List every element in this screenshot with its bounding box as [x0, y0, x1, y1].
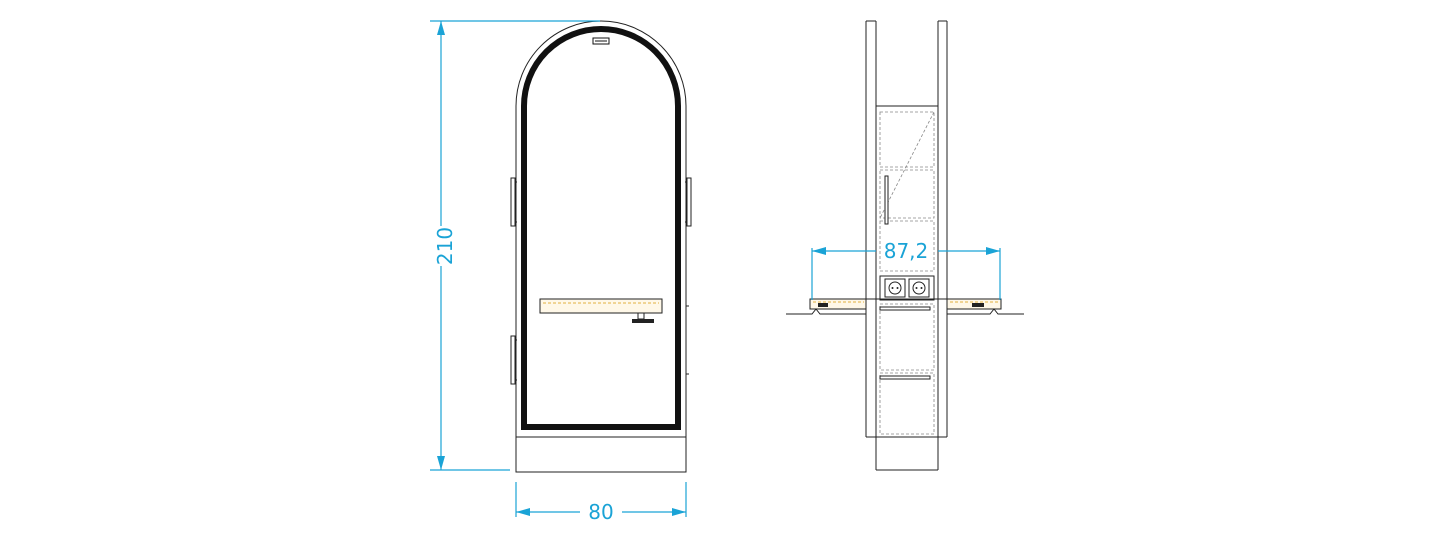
depth-label: 87,2: [884, 239, 929, 263]
side-shelf-left: [786, 298, 867, 315]
front-view: [510, 20, 692, 473]
handle-left-upper[interactable]: [510, 177, 517, 227]
mirror-frame: [521, 26, 681, 430]
drawer-pull-upper[interactable]: [879, 306, 931, 311]
handle-left-lower[interactable]: [510, 335, 517, 385]
front-shelf: [539, 298, 663, 314]
side-shelf-right: [946, 298, 1024, 315]
height-dimension: 210: [430, 20, 600, 471]
shelf-bracket-foot: [632, 319, 654, 323]
cabinet-base: [515, 436, 687, 473]
cabinet-outline: [515, 20, 687, 437]
side-handle[interactable]: [884, 175, 889, 225]
shelf-bracket: [637, 312, 645, 320]
width-dimension: 80: [515, 482, 687, 524]
handle-right-upper[interactable]: [685, 177, 692, 227]
drawer-pull-lower[interactable]: [879, 375, 931, 380]
height-label: 210: [433, 227, 457, 265]
width-label: 80: [588, 500, 613, 524]
depth-dimension: 87,2: [811, 239, 1001, 300]
side-view: [786, 20, 1024, 471]
double-socket-icon: [879, 275, 935, 301]
